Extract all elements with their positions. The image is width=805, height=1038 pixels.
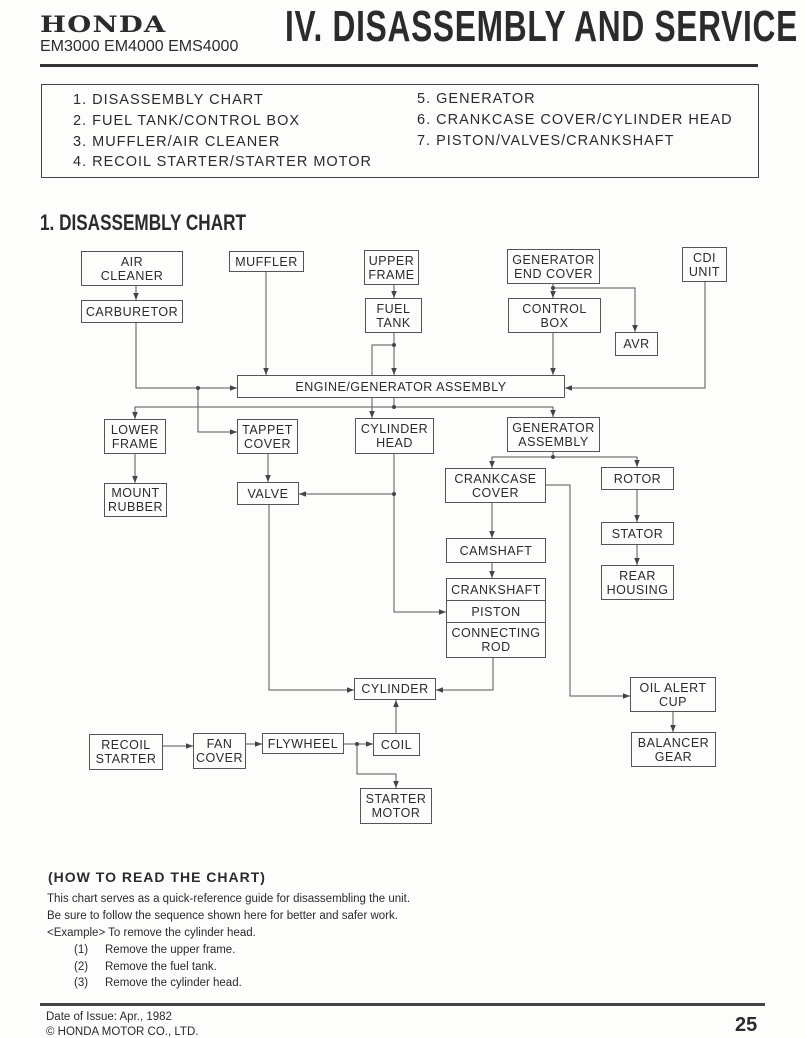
toc-item: 3. MUFFLER/AIR CLEANER xyxy=(73,134,281,150)
howto-text: This chart serves as a quick-reference g… xyxy=(47,893,411,905)
node-connecting-rod: CONNECTING ROD xyxy=(446,622,546,658)
step-number: (1) xyxy=(74,944,89,956)
model-numbers: EM3000 EM4000 EMS4000 xyxy=(40,38,239,55)
honda-logo: HONDA xyxy=(40,12,167,38)
node-upper-frame: UPPER FRAME xyxy=(364,250,419,285)
node-generator-end-cover: GENERATOR END COVER xyxy=(507,249,600,284)
node-balancer-gear: BALANCER GEAR xyxy=(631,732,716,767)
issue-date: Date of Issue: Apr., 1982 xyxy=(46,1011,172,1023)
node-cylinder-head: CYLINDER HEAD xyxy=(355,418,434,454)
node-generator-assembly: GENERATOR ASSEMBLY xyxy=(507,417,600,452)
copyright: © HONDA MOTOR CO., LTD. xyxy=(46,1026,199,1038)
node-lower-frame: LOWER FRAME xyxy=(104,419,166,454)
node-fuel-tank: FUEL TANK xyxy=(365,298,422,333)
toc-item: 5. GENERATOR xyxy=(417,91,536,107)
node-control-box: CONTROL BOX xyxy=(508,298,601,333)
toc-item: 6. CRANKCASE COVER/CYLINDER HEAD xyxy=(417,112,733,128)
howto-text: Be sure to follow the sequence shown her… xyxy=(47,910,398,922)
toc-item: 7. PISTON/VALVES/CRANKSHAFT xyxy=(417,133,675,149)
step-text: Remove the upper frame. xyxy=(105,944,236,956)
page-number: 25 xyxy=(735,1014,758,1036)
node-engine-generator-assembly: ENGINE/GENERATOR ASSEMBLY xyxy=(237,375,565,398)
section-heading: 1. DISASSEMBLY CHART xyxy=(40,210,246,235)
node-coil: COIL xyxy=(373,733,420,756)
node-stator: STATOR xyxy=(601,522,674,545)
node-oil-alert-cup: OIL ALERT CUP xyxy=(630,677,716,712)
node-carburetor: CARBURETOR xyxy=(81,300,183,323)
node-mount-rubber: MOUNT RUBBER xyxy=(104,483,167,517)
node-avr: AVR xyxy=(615,332,658,356)
step-number: (2) xyxy=(74,961,89,973)
node-flywheel: FLYWHEEL xyxy=(262,733,344,754)
header-rule xyxy=(40,64,758,67)
step-text: Remove the fuel tank. xyxy=(105,961,217,973)
node-valve: VALVE xyxy=(237,482,299,505)
footer-rule xyxy=(40,1003,765,1006)
node-crankshaft: CRANKSHAFT xyxy=(446,578,546,601)
contents-box: 1. DISASSEMBLY CHART 2. FUEL TANK/CONTRO… xyxy=(41,84,759,178)
node-crankcase-cover: CRANKCASE COVER xyxy=(445,468,546,503)
step-text: Remove the cylinder head. xyxy=(105,977,242,989)
howto-text: <Example> To remove the cylinder head. xyxy=(47,927,256,939)
toc-item: 4. RECOIL STARTER/STARTER MOTOR xyxy=(73,154,373,170)
node-camshaft: CAMSHAFT xyxy=(446,538,546,563)
node-cdi-unit: CDI UNIT xyxy=(682,247,727,282)
toc-item: 2. FUEL TANK/CONTROL BOX xyxy=(73,113,301,129)
how-to-heading: (HOW TO READ THE CHART) xyxy=(48,869,266,885)
node-recoil-starter: RECOIL STARTER xyxy=(89,734,163,770)
toc-item: 1. DISASSEMBLY CHART xyxy=(73,92,264,108)
node-starter-motor: STARTER MOTOR xyxy=(360,788,432,824)
node-tappet-cover: TAPPET COVER xyxy=(237,419,298,454)
node-rear-housing: REAR HOUSING xyxy=(601,565,674,600)
node-rotor: ROTOR xyxy=(601,467,674,490)
node-piston: PISTON xyxy=(446,600,546,623)
node-muffler: MUFFLER xyxy=(229,251,304,272)
node-fan-cover: FAN COVER xyxy=(193,733,246,769)
node-cylinder: CYLINDER xyxy=(354,678,436,700)
node-air-cleaner: AIR CLEANER xyxy=(81,251,183,286)
step-number: (3) xyxy=(74,977,89,989)
page-title: IV. DISASSEMBLY AND SERVICE xyxy=(285,2,798,51)
